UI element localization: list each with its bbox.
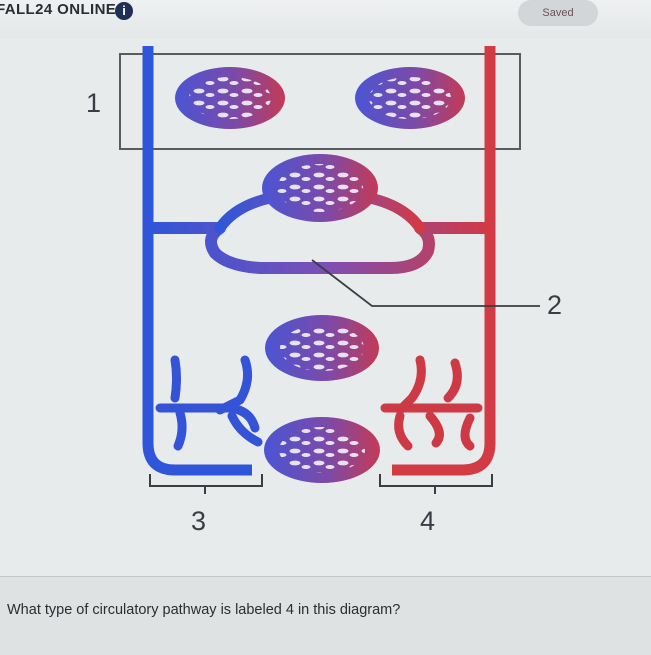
capillary-branch-4 (148, 417, 490, 483)
label-3-bracket (149, 474, 263, 494)
capillary-branch-1 (148, 67, 490, 129)
right-vessel-network (380, 355, 483, 451)
capillary-branch-3 (148, 315, 490, 381)
panel-divider (0, 576, 651, 577)
capillary-branch-2 (148, 154, 490, 274)
diagram-panel: 1 2 3 4 (0, 38, 651, 576)
label-4-bracket (379, 474, 493, 494)
label-1: 1 (86, 88, 101, 118)
label-1-box (119, 53, 521, 150)
saved-status-badge: Saved (518, 0, 598, 26)
left-trunk-vessel (142, 46, 252, 476)
label-2: 2 (547, 290, 562, 320)
question-prompt: What type of circulatory pathway is labe… (7, 602, 401, 618)
info-icon[interactable]: i (115, 2, 133, 20)
top-bar: FALL24 ONLINE i Saved (0, 0, 651, 38)
label-2-leader-line (311, 259, 540, 307)
left-vessel-network (155, 355, 263, 451)
label-3: 3 (191, 506, 206, 536)
label-4: 4 (420, 506, 435, 536)
right-trunk-vessel (392, 46, 496, 476)
circulatory-diagram: 1 2 3 4 (86, 46, 562, 536)
course-title: FALL24 ONLINE (0, 1, 117, 18)
